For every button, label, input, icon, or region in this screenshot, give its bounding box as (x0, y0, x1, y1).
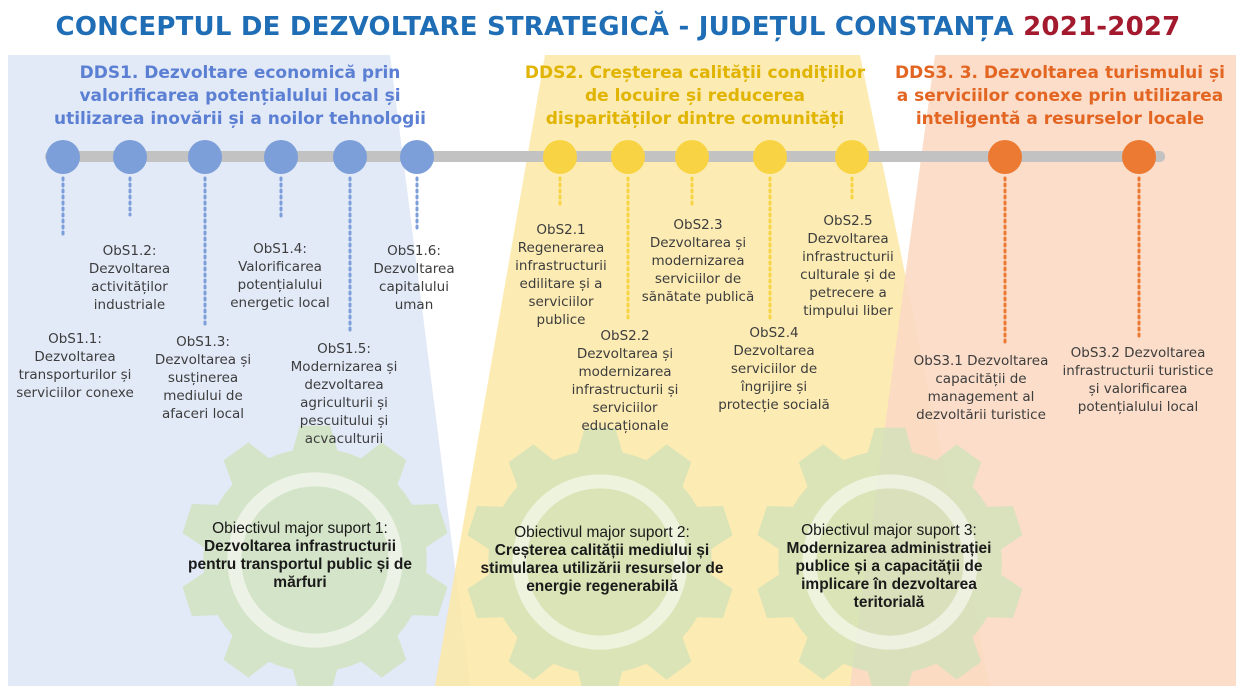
timeline-node-11 (835, 140, 869, 174)
gear-ring-3 (802, 474, 978, 650)
support-3-body: Modernizarea administrației publice și a… (786, 540, 992, 611)
timeline-bar (45, 151, 1165, 162)
nodes-group (46, 140, 1156, 174)
timeline-node-5 (333, 140, 367, 174)
support-1-body: Dezvoltarea infrastructurii pentru trans… (188, 538, 412, 591)
timeline-node-12 (988, 140, 1022, 174)
obs-2-4: ObS2.4 Dezvoltarea serviciilor de îngrij… (718, 325, 830, 413)
gear-ring-2 (512, 474, 688, 650)
support-objective-1: Obiectivul major suport 1: Dezvoltarea i… (180, 520, 420, 592)
timeline-node-6 (400, 140, 434, 174)
obs-2-3: ObS2.3 Dezvoltarea și modernizarea servi… (641, 217, 755, 305)
page-title: CONCEPTUL DE DEZVOLTARE STRATEGICĂ - JUD… (0, 12, 1236, 42)
obs-1-4: ObS1.4: Valorificarea potențialului ener… (230, 241, 330, 311)
timeline-node-3 (188, 140, 222, 174)
gear-icon-3 (757, 427, 1023, 686)
dds1-title: DDS1. Dezvoltare economică prin valorifi… (53, 63, 427, 129)
dds2-title: DDS2. Creșterea calității condițiilor de… (524, 63, 866, 129)
timeline-node-8 (611, 140, 645, 174)
gear-icon-1 (182, 425, 448, 686)
timeline-node-13 (1122, 140, 1156, 174)
obs-1-5: ObS1.5: Modernizarea și dezvoltarea agri… (290, 341, 398, 447)
gear-ring-1 (227, 472, 403, 648)
timeline-node-10 (753, 140, 787, 174)
obs-2-5: ObS2.5 Dezvoltarea infrastructurii cultu… (800, 213, 896, 319)
obs-3-1: ObS3.1 Dezvoltarea capacității de manage… (913, 353, 1049, 423)
timeline-node-2 (113, 140, 147, 174)
support-3-heading: Obiectivul major suport 3: (801, 522, 977, 539)
gears-group (182, 425, 1023, 686)
obs-1-3: ObS1.3: Dezvoltarea și susținerea mediul… (154, 334, 252, 422)
timeline-node-4 (264, 140, 298, 174)
support-objective-3: Obiectivul major suport 3: Modernizarea … (766, 522, 1012, 612)
obs-2-2: ObS2.2 Dezvoltarea și modernizarea infra… (571, 328, 679, 434)
title-years: 2021-2027 (1023, 12, 1181, 42)
timeline-node-9 (675, 140, 709, 174)
timeline-node-1 (46, 140, 80, 174)
timeline-node-7 (543, 140, 577, 174)
obs-3-2: ObS3.2 Dezvoltarea infrastructurii turis… (1062, 345, 1214, 415)
title-main: CONCEPTUL DE DEZVOLTARE STRATEGICĂ - JUD… (55, 12, 1024, 42)
obs-2-1: ObS2.1 Regenerarea infrastructurii edili… (515, 222, 607, 328)
obs-1-6: ObS1.6: Dezvoltarea capitalului uman (373, 243, 455, 313)
obs-1-1: ObS1.1: Dezvoltarea transporturilor și s… (16, 331, 134, 401)
connectors-group (61, 176, 1141, 346)
gear-icon-2 (467, 427, 733, 686)
support-2-heading: Obiectivul major suport 2: (514, 524, 690, 541)
dds3-title: DDS3. 3. Dezvoltarea turismului și a ser… (895, 63, 1225, 129)
support-objective-2: Obiectivul major suport 2: Creșterea cal… (468, 524, 736, 596)
support-1-heading: Obiectivul major suport 1: (212, 520, 388, 537)
obs-1-2: ObS1.2: Dezvoltarea activităților indust… (88, 243, 171, 313)
support-2-body: Creșterea calității mediului și stimular… (480, 542, 724, 595)
